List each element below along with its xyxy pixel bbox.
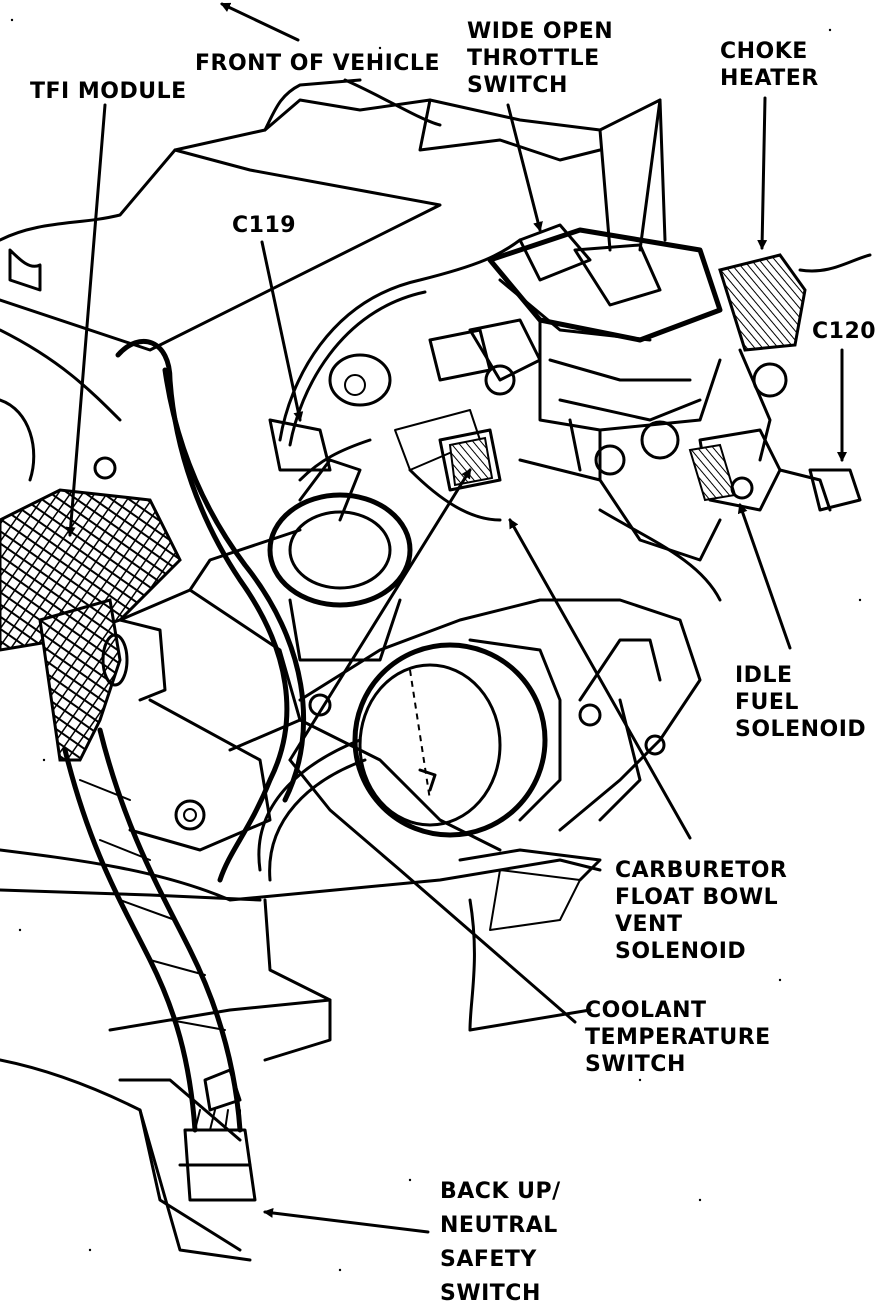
front-arrow <box>220 2 300 42</box>
engine-block <box>118 528 702 852</box>
idle-leader <box>737 503 792 650</box>
wot-leader <box>506 103 543 232</box>
radiator-hose <box>115 338 307 883</box>
backup-leader <box>263 1208 430 1234</box>
wide-open-throttle-switch-label: WIDE OPEN THROTTLE SWITCH <box>467 19 614 98</box>
hood-outline <box>0 78 667 422</box>
tfi-module-body <box>0 398 182 762</box>
coolant-temperature-switch-label: COOLANT TEMPERATURE SWITCH <box>585 998 771 1077</box>
back-up-neutral-safety-switch-label: BACK UP/ NEUTRAL SAFETY SWITCH <box>440 1179 561 1306</box>
c119-label: C119 <box>232 213 297 238</box>
coolant-leader <box>288 758 577 1024</box>
carburetor-float-bowl-vent-solenoid-label: CARBURETOR FLOAT BOWL VENT SOLENOID <box>615 858 788 964</box>
carburetor <box>428 223 723 562</box>
carb-vent-leader <box>508 518 692 840</box>
leader-lines <box>65 2 847 1234</box>
idle-solenoid-body <box>688 428 862 512</box>
idle-fuel-solenoid-label: IDLE FUEL SOLENOID <box>735 663 867 742</box>
choke-leader <box>757 96 768 250</box>
distributor <box>267 353 413 662</box>
c120-label: C120 <box>812 319 877 344</box>
tfi-leader <box>65 103 107 537</box>
drive-belt <box>257 738 367 882</box>
frame-outline <box>0 848 602 1262</box>
backup-switch-harness <box>62 727 257 1202</box>
choke-heater <box>718 253 872 462</box>
c119-leader <box>260 240 304 422</box>
front-of-vehicle-label: FRONT OF VEHICLE <box>195 51 440 76</box>
print-specks <box>10 18 862 1272</box>
alternator <box>352 638 562 838</box>
choke-heater-label: CHOKE HEATER <box>720 39 819 91</box>
tfi-module-label: TFI MODULE <box>30 79 187 104</box>
coolant-sensor-body <box>438 428 502 492</box>
